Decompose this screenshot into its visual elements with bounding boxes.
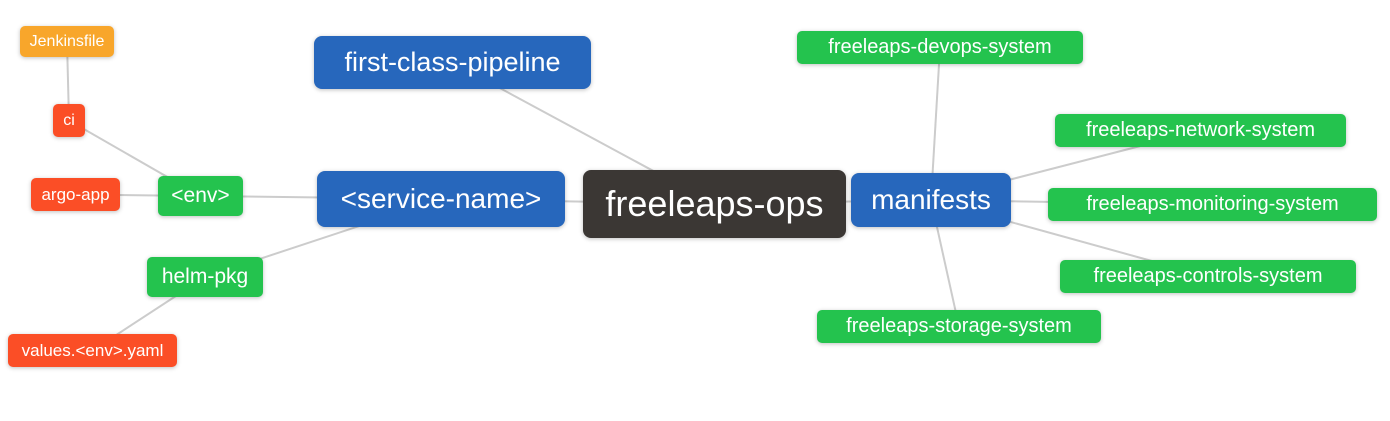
node-ci[interactable]: ci bbox=[53, 104, 85, 137]
node-monitoring-system[interactable]: freeleaps-monitoring-system bbox=[1048, 188, 1377, 221]
node-helm-pkg[interactable]: helm-pkg bbox=[147, 257, 263, 297]
node-jenkinsfile[interactable]: Jenkinsfile bbox=[20, 26, 114, 57]
node-freeleaps-ops[interactable]: freeleaps-ops bbox=[583, 170, 846, 238]
node-storage-system[interactable]: freeleaps-storage-system bbox=[817, 310, 1101, 343]
node-argo-app[interactable]: argo-app bbox=[31, 178, 120, 211]
node-env[interactable]: <env> bbox=[158, 176, 243, 216]
node-values-env-yaml[interactable]: values.<env>.yaml bbox=[8, 334, 177, 367]
node-first-class-pipeline[interactable]: first-class-pipeline bbox=[314, 36, 591, 89]
node-manifests[interactable]: manifests bbox=[851, 173, 1011, 227]
node-service-name[interactable]: <service-name> bbox=[317, 171, 565, 227]
node-devops-system[interactable]: freeleaps-devops-system bbox=[797, 31, 1083, 64]
node-network-system[interactable]: freeleaps-network-system bbox=[1055, 114, 1346, 147]
node-controls-system[interactable]: freeleaps-controls-system bbox=[1060, 260, 1356, 293]
